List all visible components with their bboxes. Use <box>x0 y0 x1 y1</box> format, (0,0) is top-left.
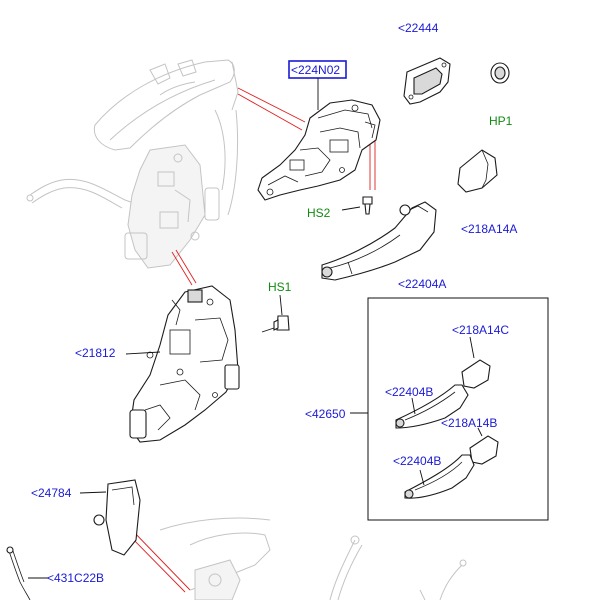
screw-hs1[interactable] <box>261 294 290 333</box>
end-cap-218a14c[interactable] <box>461 336 491 389</box>
callout-224n02[interactable]: <224N02 <box>291 63 340 77</box>
callout-hs1[interactable]: HS1 <box>268 280 292 294</box>
callout-24784[interactable]: <24784 <box>31 486 72 500</box>
exterior-handle-22404b-upper[interactable] <box>395 384 469 429</box>
exterior-handle-22404a[interactable] <box>321 201 437 281</box>
handle-bezel-22444[interactable] <box>403 57 451 105</box>
screw-hs2[interactable] <box>341 196 373 215</box>
red-leader-lines <box>125 87 376 593</box>
latch-shield-24784[interactable] <box>79 479 141 556</box>
ghost-lower-assembly <box>159 517 467 600</box>
handle-kit-box-42650 <box>350 297 549 521</box>
selected-part-highlight <box>288 60 347 79</box>
callout-22404b-lower[interactable]: <22404B <box>393 454 441 468</box>
callout-21812[interactable]: <21812 <box>75 346 116 360</box>
callout-22404a[interactable]: <22404A <box>398 277 446 291</box>
exterior-handle-22404b-lower[interactable] <box>404 454 475 499</box>
callout-218a14c[interactable]: <218A14C <box>452 323 509 337</box>
door-latch-21812[interactable] <box>125 285 240 443</box>
callout-labels: <224N02 <22444 HP1 HS2 <218A14A <22404A … <box>31 21 517 585</box>
release-cable-431c22b[interactable] <box>6 546 48 600</box>
callout-22444[interactable]: <22444 <box>398 21 439 35</box>
callout-218a14a[interactable]: <218A14A <box>461 222 517 236</box>
end-cap-218a14b[interactable] <box>469 427 499 465</box>
handle-bracket-224n02[interactable] <box>257 99 381 201</box>
callout-hs2[interactable]: HS2 <box>307 206 331 220</box>
callout-42650[interactable]: <42650 <box>305 407 346 421</box>
callout-431c22b[interactable]: <431C22B <box>47 571 104 585</box>
callout-hp1[interactable]: HP1 <box>489 114 513 128</box>
callout-22404b-upper[interactable]: <22404B <box>385 385 433 399</box>
end-cap-218a14a[interactable] <box>457 149 498 193</box>
plug-hp1[interactable] <box>490 62 510 84</box>
ghost-door-handle-assembly <box>93 59 239 216</box>
ghost-latch-assembly <box>124 144 220 269</box>
callout-218a14b[interactable]: <218A14B <box>441 416 497 430</box>
